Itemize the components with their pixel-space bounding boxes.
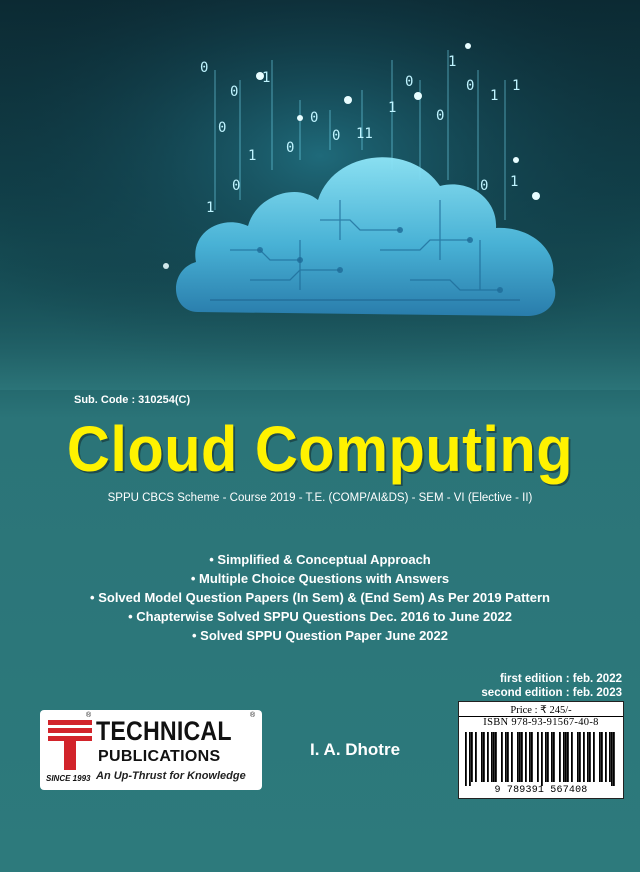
barcode-bar bbox=[583, 732, 585, 782]
barcode-bar bbox=[517, 732, 519, 782]
barcode-bar bbox=[579, 732, 581, 782]
svg-text:0: 0 bbox=[218, 120, 226, 136]
publisher-name: TECHNICAL bbox=[96, 716, 232, 746]
cloud-shape bbox=[175, 157, 556, 316]
svg-text:1: 1 bbox=[510, 174, 518, 190]
barcode-bar bbox=[589, 732, 591, 782]
feature-item: Solved Model Question Papers (In Sem) & … bbox=[0, 588, 640, 607]
feature-item: Simplified & Conceptual Approach bbox=[0, 550, 640, 569]
svg-text:11: 11 bbox=[356, 126, 373, 142]
svg-text:0: 0 bbox=[310, 110, 318, 126]
feature-item: Solved SPPU Question Paper June 2022 bbox=[0, 626, 640, 645]
barcode-bar bbox=[605, 732, 607, 782]
barcode-bar bbox=[551, 732, 553, 782]
price: Price : ₹ 245/- bbox=[510, 705, 572, 716]
barcode-bar bbox=[519, 732, 521, 782]
barcode-bar bbox=[563, 732, 565, 782]
svg-text:1: 1 bbox=[206, 200, 214, 216]
barcode-bar bbox=[471, 732, 473, 782]
barcode-bar bbox=[537, 732, 539, 782]
barcode-bar bbox=[487, 732, 489, 782]
svg-text:0: 0 bbox=[200, 60, 208, 76]
barcode-bar bbox=[481, 732, 483, 782]
registered-mark: ® bbox=[86, 712, 92, 719]
feature-item: Chapterwise Solved SPPU Questions Dec. 2… bbox=[0, 607, 640, 626]
barcode-bar bbox=[567, 732, 569, 782]
registered-mark: ® bbox=[250, 712, 256, 719]
svg-text:1: 1 bbox=[512, 78, 520, 94]
svg-text:0: 0 bbox=[405, 74, 413, 90]
barcode-bar bbox=[493, 732, 495, 782]
barcode-bar bbox=[531, 732, 533, 782]
barcode-bar bbox=[559, 732, 561, 782]
svg-text:0: 0 bbox=[466, 78, 474, 94]
barcode-bar bbox=[529, 732, 531, 782]
author-name: I. A. Dhotre bbox=[310, 740, 401, 759]
barcode-bar bbox=[495, 732, 497, 782]
svg-text:0: 0 bbox=[480, 178, 488, 194]
barcode bbox=[465, 732, 615, 786]
publisher-tagline: An Up-Thrust for Knowledge bbox=[96, 770, 246, 782]
barcode-bar bbox=[521, 732, 523, 782]
barcode-bar bbox=[511, 732, 513, 782]
barcode-bar bbox=[593, 732, 595, 782]
price-isbn-box: Price : ₹ 245/- ISBN 978-93-91567-40-8 9… bbox=[458, 701, 624, 799]
svg-text:0: 0 bbox=[286, 140, 294, 156]
edition-info: first edition : feb. 2022 second edition… bbox=[481, 672, 622, 700]
barcode-bar bbox=[577, 732, 579, 782]
svg-text:0: 0 bbox=[232, 178, 240, 194]
barcode-bar bbox=[571, 732, 573, 782]
barcode-bar bbox=[483, 732, 485, 782]
scheme-line: SPPU CBCS Scheme - Course 2019 - T.E. (C… bbox=[107, 492, 533, 504]
barcode-bar bbox=[613, 732, 615, 786]
svg-text:1: 1 bbox=[262, 70, 270, 86]
barcode-bar bbox=[501, 732, 503, 782]
isbn: ISBN 978-93-91567-40-8 bbox=[459, 716, 623, 728]
first-edition: first edition : feb. 2022 bbox=[499, 673, 622, 685]
svg-text:1: 1 bbox=[490, 88, 498, 104]
publisher-t-logo-icon bbox=[48, 720, 92, 770]
barcode-bar bbox=[553, 732, 555, 782]
barcode-bar bbox=[465, 732, 467, 786]
publisher-since: SINCE 1993 bbox=[46, 774, 91, 783]
svg-text:0: 0 bbox=[332, 128, 340, 144]
svg-text:1: 1 bbox=[448, 54, 456, 70]
barcode-bar bbox=[469, 732, 471, 786]
barcode-bar bbox=[505, 732, 507, 782]
barcode-bar bbox=[507, 732, 509, 782]
second-edition: second edition : feb. 2023 bbox=[481, 687, 622, 699]
publisher-logo: ® ® TECHNICAL PUBLICATIONS SINCE 1993 An… bbox=[40, 710, 262, 790]
barcode-bar bbox=[475, 732, 477, 782]
feature-item: Multiple Choice Questions with Answers bbox=[0, 569, 640, 588]
svg-text:0: 0 bbox=[436, 108, 444, 124]
svg-text:1: 1 bbox=[248, 148, 256, 164]
barcode-digits: 9 789391 567408 bbox=[494, 785, 588, 796]
barcode-bar bbox=[547, 732, 549, 782]
barcode-bar bbox=[565, 732, 567, 782]
publisher-name-line2: PUBLICATIONS bbox=[98, 748, 221, 765]
barcode-bar bbox=[611, 732, 613, 786]
barcode-bar bbox=[587, 732, 589, 782]
barcode-bar bbox=[491, 732, 493, 782]
book-title: Cloud Computing bbox=[66, 413, 574, 485]
feature-list: Simplified & Conceptual Approach Multipl… bbox=[0, 550, 640, 645]
barcode-bar bbox=[599, 732, 601, 782]
barcode-bar bbox=[541, 732, 543, 786]
subject-code: Sub. Code : 310254(C) bbox=[74, 394, 191, 406]
barcode-bar bbox=[601, 732, 603, 782]
svg-text:0: 0 bbox=[230, 84, 238, 100]
barcode-bar bbox=[525, 732, 527, 782]
barcode-bar bbox=[609, 732, 611, 782]
svg-text:1: 1 bbox=[388, 100, 396, 116]
barcode-bar bbox=[545, 732, 547, 782]
